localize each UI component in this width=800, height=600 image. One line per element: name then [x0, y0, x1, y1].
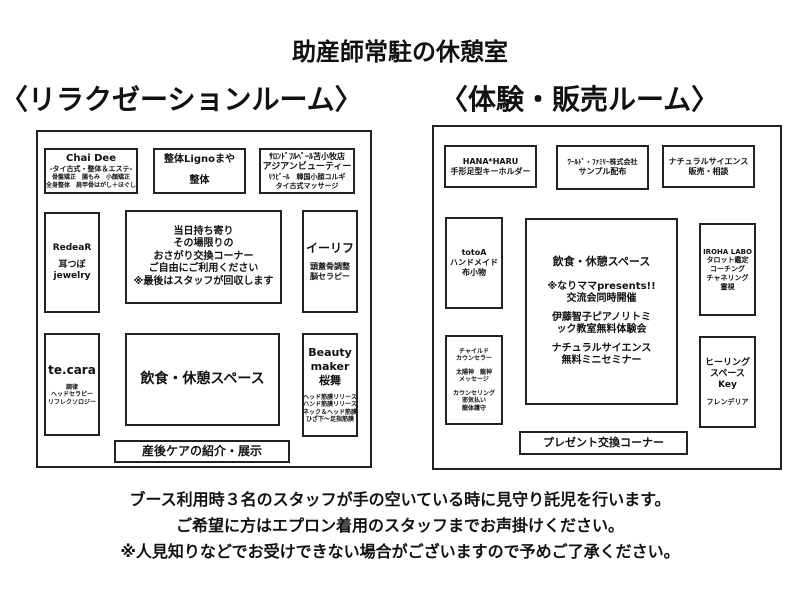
booth-natural-science: ナチュラルサイエンス販売・相談: [662, 145, 755, 188]
rest-space-left: 飲食・休憩スペース: [125, 333, 280, 426]
booth-world-family: ﾜｰﾙﾄﾞ・ﾌｧﾐﾘｰ株式会社サンプル配布: [556, 145, 649, 190]
booth-ligno: 整体Lignoまや整体: [153, 148, 246, 194]
booth-eleaf: イーリフ頭蓋骨調整脳セラピー: [302, 210, 358, 313]
booth-salon: ｻﾛﾝﾄﾞﾌﾙﾍﾞｰﾙ苫小牧店アジアンビューティーﾘﾗﾋﾞｰﾙ 韓国小顔コルギタ…: [259, 148, 355, 194]
hand-me-down-corner: 当日持ち寄りその場限りのおさがり交換コーナーご自由にご利用ください※最後はスタッ…: [125, 210, 282, 304]
relaxation-room-heading: 〈リラクゼーションルーム〉: [0, 83, 363, 116]
experience-room: [432, 125, 782, 470]
postpartum-care-display: 産後ケアの紹介・展示: [114, 440, 290, 463]
present-exchange-corner: プレゼント交換コーナー: [519, 431, 688, 455]
experience-room-heading: 〈体験・販売ルーム〉: [440, 83, 720, 116]
page-title: 助産師常駐の休憩室: [292, 38, 508, 66]
booth-chai-dee: Chai Dee-タイ古式・整体＆エステ-骨盤矯正 腸もみ 小顔矯正全身整体 肩…: [44, 148, 138, 194]
footer-note-1: ブース利用時３名のスタッフが手の空いている時に見守り託児を行います。: [129, 490, 671, 509]
relaxation-room: [36, 130, 372, 468]
booth-child-counselor: チャイルドカウンセラー 太陽神 龍神メッセージ カウンセリング邪気払い龍体護守: [445, 335, 503, 425]
rest-space-right: 飲食・休憩スペース ※なりママpresents!!交流会同時開催 伊藤智子ピアノ…: [525, 218, 678, 405]
footer-note-3: ※人見知りなどでお受けできない場合がございますので予めご了承ください。: [120, 542, 680, 561]
footer-note-2: ご希望に方はエプロン着用のスタッフまでお声掛けください。: [175, 516, 624, 535]
